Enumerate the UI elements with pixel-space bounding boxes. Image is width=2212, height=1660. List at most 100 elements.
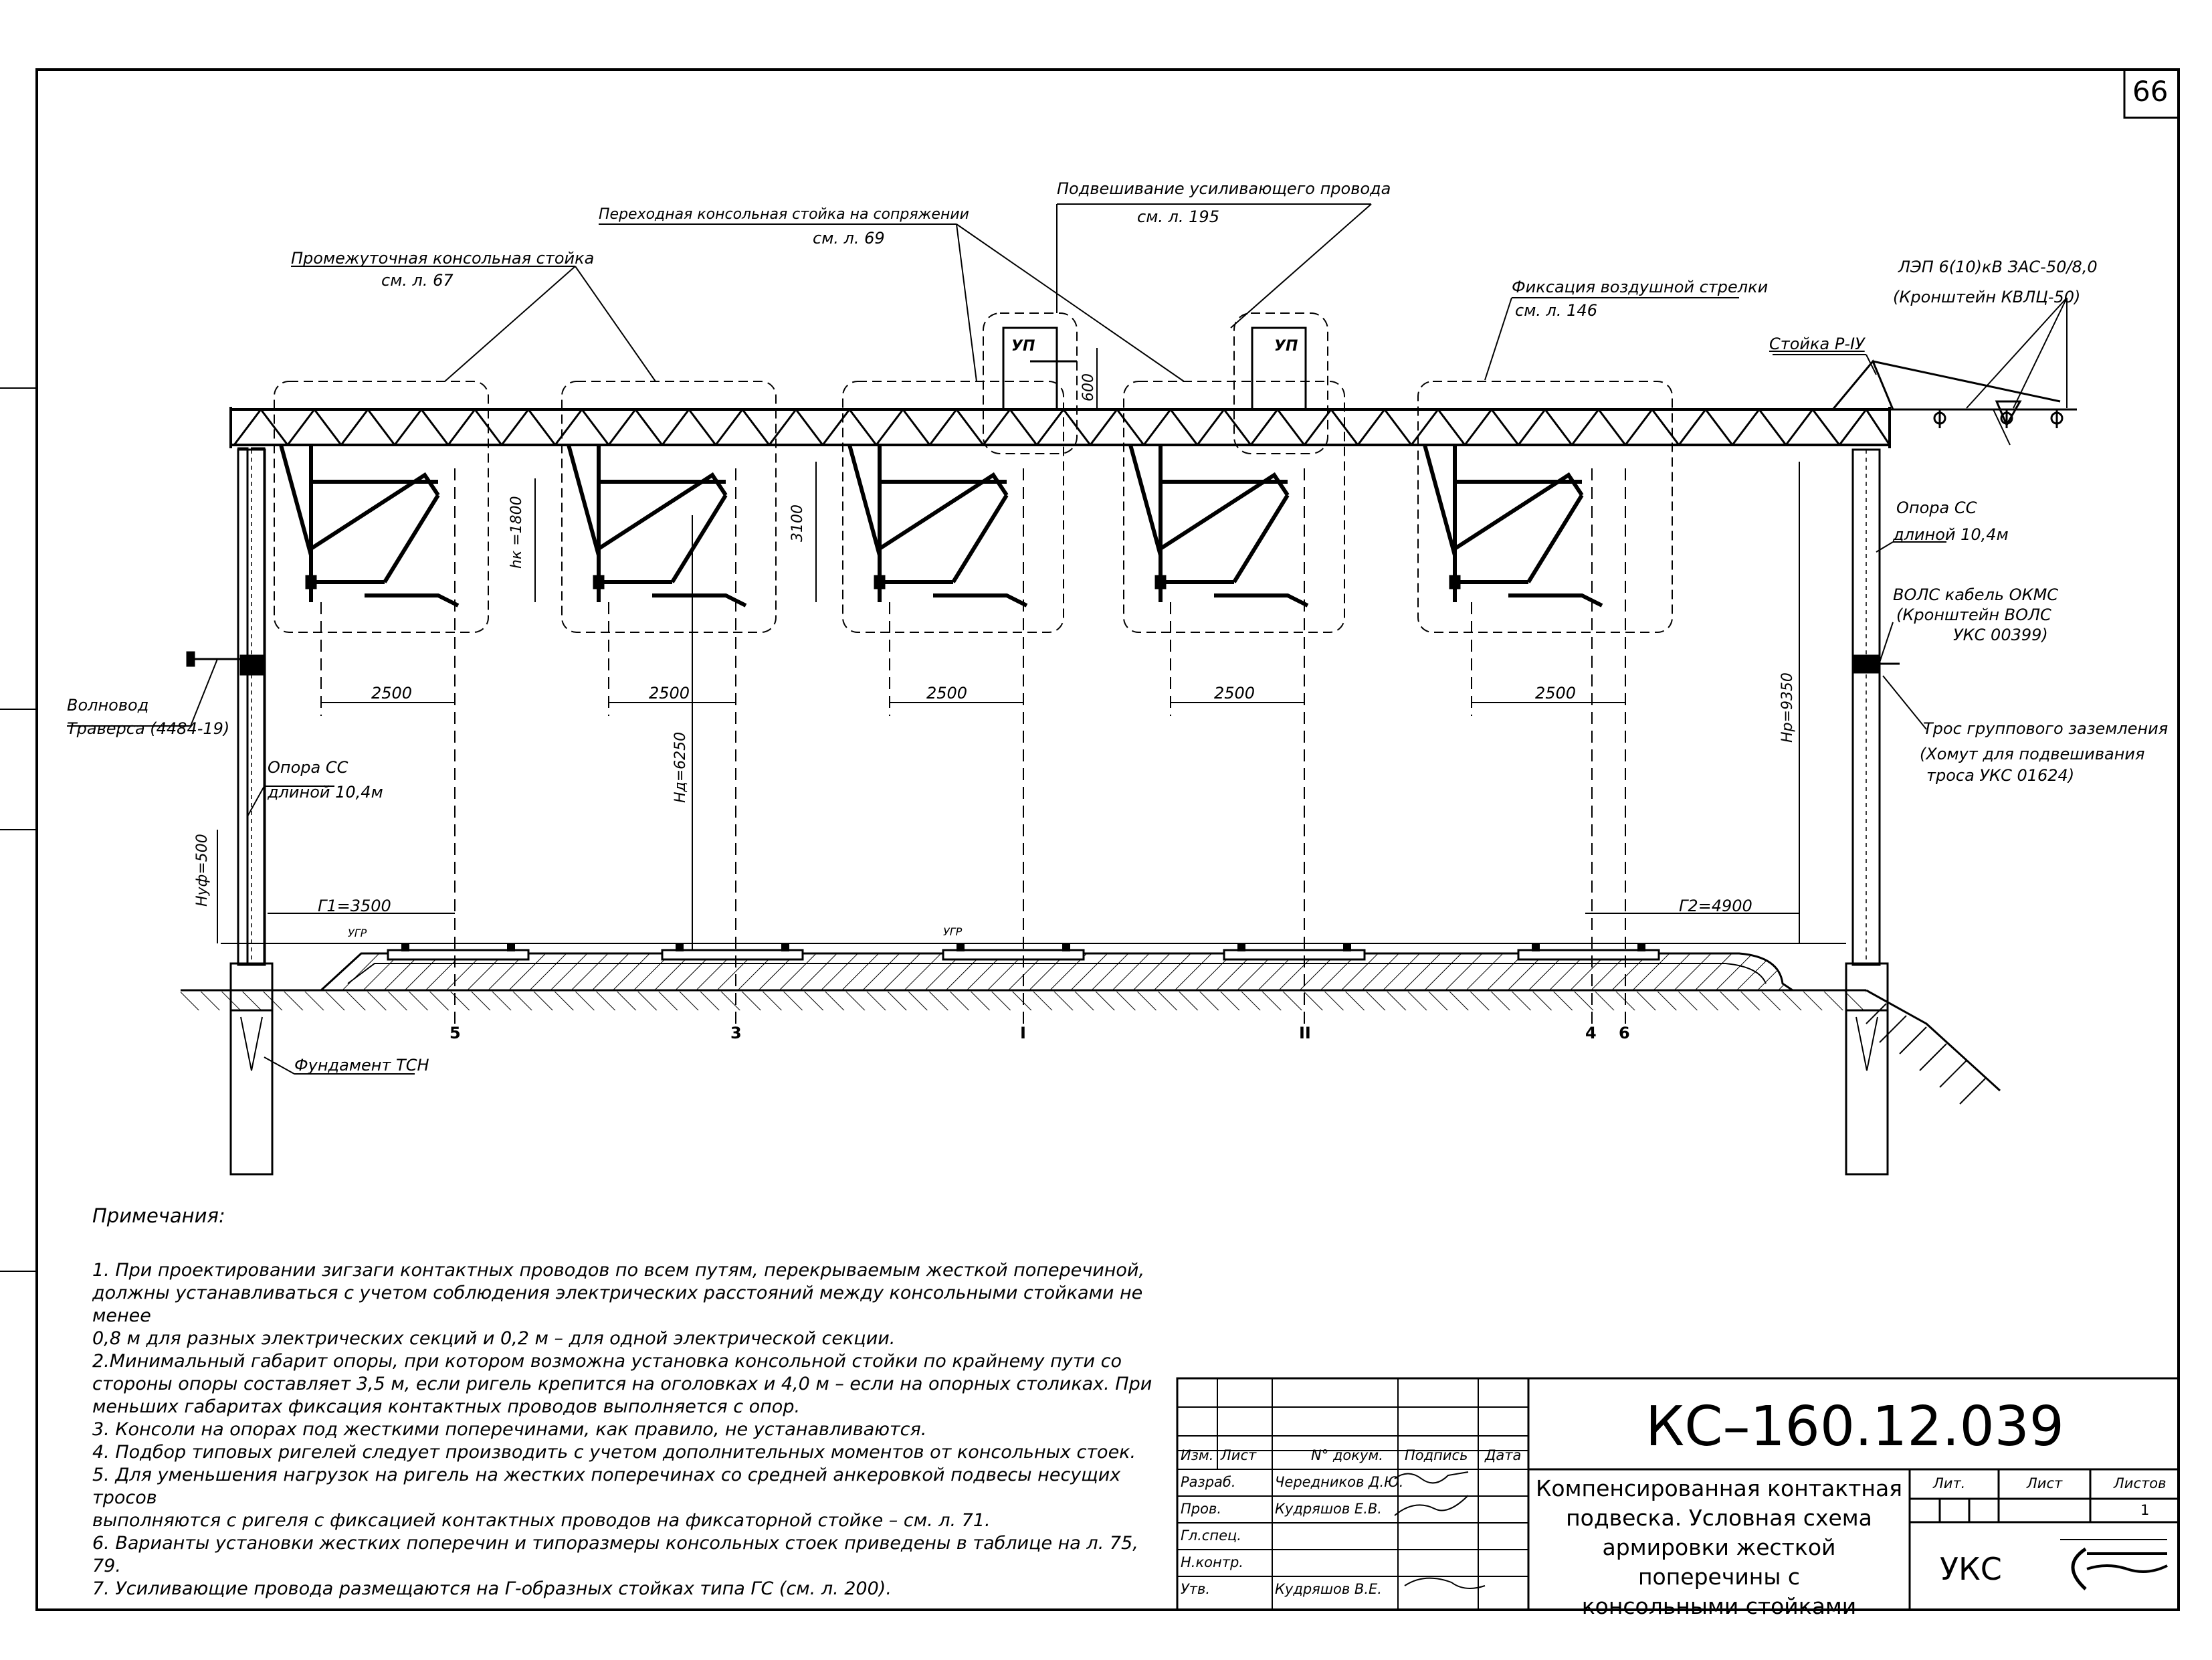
truss-diagonals [233, 409, 1891, 446]
truss-diagonal [1142, 409, 1172, 446]
truss-diagonal [607, 409, 637, 446]
reinforcing-wire-ref: см. л. 195 [1137, 207, 1219, 226]
track-6: 6 [1619, 1024, 1630, 1042]
truss-diagonal [1223, 409, 1252, 446]
truss-diagonal [1383, 409, 1413, 446]
note-line: 2.Минимальный габарит опоры, при котором… [92, 1351, 1122, 1372]
console-groups [274, 381, 1673, 633]
console-outline [1417, 381, 1673, 633]
note-line: 5. Для уменьшения нагрузок на ригель на … [92, 1465, 1121, 1508]
console-stand [842, 381, 1064, 633]
role-label: Н.контр. [1181, 1554, 1243, 1570]
foundation-label: Фундамент ТСН [294, 1056, 429, 1075]
pole-left-sub: длиной 10,4м [268, 783, 383, 802]
truss-diagonal [340, 409, 369, 446]
truss-diagonal [554, 409, 583, 446]
title-line: консольными стойками [1581, 1593, 1857, 1619]
dim-span-1: 2500 [371, 684, 413, 703]
power-line-title: ЛЭП 6(10)кВ ЗАС-50/8,0 [1898, 258, 2098, 276]
console-stand [274, 381, 489, 633]
up-frame-2 [1233, 312, 1328, 454]
ground-cable-sub2: троса УКС 01624) [1926, 766, 2075, 785]
dim-g2: Г2=4900 [1679, 897, 1752, 915]
role-label: Утв. [1181, 1581, 1211, 1597]
title-block [1176, 1377, 2180, 1611]
truss-diagonal [688, 409, 717, 446]
track-sleepers [387, 949, 1660, 961]
truss-diagonal [1490, 409, 1520, 446]
console-outline [274, 381, 489, 633]
truss-diagonal [420, 409, 449, 446]
note-line: 0,8 м для разных электрических секций и … [92, 1328, 896, 1349]
dim-span-3: 2500 [926, 684, 968, 703]
truss-diagonal [1116, 409, 1145, 446]
pole-left [186, 447, 274, 1176]
fiber-sub2: УКС 00399) [1953, 626, 2048, 644]
intermediate-console-ref: см. л. 67 [381, 271, 454, 290]
console-stand [1123, 381, 1345, 633]
truss-diagonal [982, 409, 1011, 446]
truss-diagonal [848, 409, 878, 446]
role-name: Чередников Д.Ю. [1275, 1474, 1404, 1490]
drawing-title: Компенсированная контактная подвеска. Ус… [1532, 1474, 1906, 1621]
sheets-header: Листов [2114, 1475, 2167, 1491]
truss-diagonal [1651, 409, 1680, 446]
drawing-code: КС–160.12.039 [1645, 1395, 2064, 1459]
note-line: выполняются с ригеля с фиксацией контакт… [92, 1510, 991, 1531]
fiber-title: ВОЛС кабель ОКМС [1893, 585, 2059, 604]
col-header: Подпись [1405, 1447, 1468, 1463]
truss-diagonal [714, 409, 744, 446]
title-line: Компенсированная контактная [1535, 1475, 1903, 1501]
note-line: 4. Подбор типовых ригелей следует произв… [92, 1442, 1136, 1463]
track-4: 4 [1585, 1024, 1597, 1042]
dimension-lines [217, 348, 1800, 950]
pole-right-title: Опора СС [1896, 498, 1977, 517]
ugr-label-2: УГР [943, 925, 963, 938]
col-header: N° докум. [1311, 1447, 1383, 1463]
fiber-sub1: (Кронштейн ВОЛС [1896, 606, 2051, 624]
truss-diagonal [1571, 409, 1600, 446]
console-arm [1128, 444, 1309, 608]
power-line-sub: (Кронштейн КВЛЦ-50) [1893, 288, 2081, 306]
truss-diagonal [313, 409, 342, 446]
insulator [305, 575, 317, 589]
dim-hk: hк =1800 [508, 496, 525, 569]
col-header: Лист [1221, 1447, 1257, 1463]
note-line: 3. Консоли на опорах под жесткими попере… [92, 1419, 927, 1440]
truss-diagonal [1276, 409, 1306, 446]
truss-diagonal [1731, 409, 1761, 446]
console-stand [561, 381, 777, 633]
truss-diagonal [581, 409, 610, 446]
dim-span-5: 2500 [1535, 684, 1577, 703]
truss-diagonal [928, 409, 958, 446]
pole-right-sub: длиной 10,4м [1893, 525, 2009, 544]
truss-diagonal [902, 409, 931, 446]
insulator [593, 575, 605, 589]
ground-cable-title: Трос группового заземления [1923, 719, 2169, 738]
truss-diagonal [1303, 409, 1332, 446]
truss-diagonal [1035, 409, 1065, 446]
role-name: Кудряшов В.Е. [1275, 1581, 1382, 1597]
truss-diagonal [1009, 409, 1038, 446]
waveguide-label: Волновод [67, 696, 149, 715]
truss-diagonal [1597, 409, 1627, 446]
truss-diagonal [1544, 409, 1573, 446]
role-label: Гл.спец. [1181, 1528, 1241, 1544]
dim-600: 600 [1080, 373, 1097, 401]
truss-diagonal [527, 409, 557, 446]
truss-diagonal [260, 409, 289, 446]
track-axes [320, 468, 1626, 1030]
note-line: 6. Варианты установки жестких поперечин … [92, 1533, 1138, 1576]
track-5: 5 [449, 1024, 461, 1042]
truss-diagonal [1464, 409, 1493, 446]
truss-diagonal [393, 409, 423, 446]
note-line: должны устанавливаться с учетом соблюден… [92, 1283, 1143, 1326]
leader-lines [67, 203, 2068, 1075]
console-arm [1423, 444, 1603, 608]
truss-diagonal [1811, 409, 1841, 446]
rails [401, 943, 1645, 951]
dim-hd: Hд=6250 [672, 731, 689, 803]
truss-diagonal [1196, 409, 1225, 446]
console-outline [842, 381, 1064, 633]
ugr-label-1: УГР [348, 927, 367, 939]
